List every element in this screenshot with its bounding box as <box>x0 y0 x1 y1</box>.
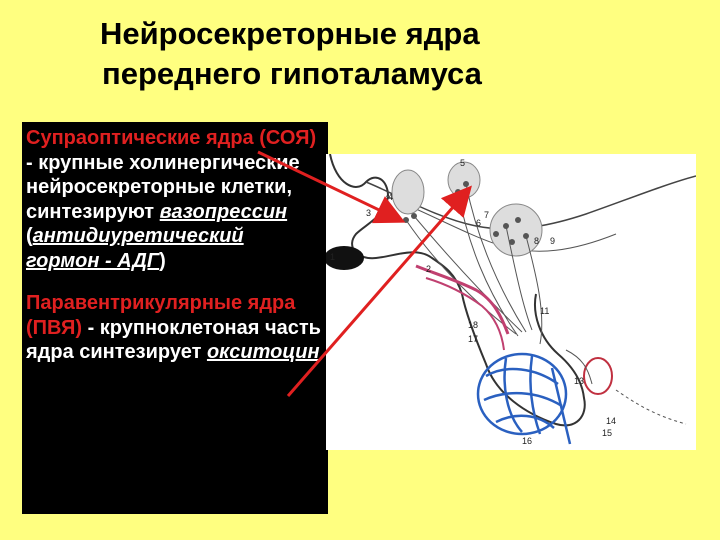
supraoptic-text: - крупные холинергические нейросекреторн… <box>26 151 300 223</box>
label-2: 2 <box>426 264 431 274</box>
label-17: 17 <box>468 334 478 344</box>
label-8: 8 <box>534 236 539 246</box>
pituitary-vessels <box>476 352 572 445</box>
hypothalamus-diagram: 1 2 3 4 5 6 7 8 9 11 13 14 15 16 17 18 <box>324 153 697 450</box>
label-5: 5 <box>460 158 465 168</box>
paraventricular-text: - крупноклетоная часть ядра синтезирует <box>26 316 321 364</box>
hypothalamus-drawing: 1 2 3 4 5 6 7 8 9 11 13 14 15 16 17 18 <box>324 153 697 446</box>
label-13: 13 <box>574 376 584 386</box>
label-1: 1 <box>330 252 335 262</box>
label-6: 6 <box>476 218 481 228</box>
title-line-1: Нейросекреторные ядра <box>100 16 480 51</box>
supraoptic-description: Супраоптические ядра (СОЯ) - крупные хол… <box>26 126 322 273</box>
title-line-2: переднего гипоталамуса <box>102 56 482 91</box>
posterior-lobe-vessels <box>583 357 613 395</box>
label-16: 16 <box>522 436 532 446</box>
paren-open: ( <box>26 225 33 247</box>
portal-vessel-2 <box>425 277 505 351</box>
oxytocin-term: окситоцин <box>206 341 320 363</box>
page-title: Нейросекреторные ядра переднего гипотала… <box>100 14 620 94</box>
label-14: 14 <box>606 416 616 426</box>
portal-vessel-1 <box>415 264 510 335</box>
description-panel: Супраоптические ядра (СОЯ) - крупные хол… <box>22 122 328 514</box>
adh-term: антидиуретический гормон - АДГ <box>26 225 244 272</box>
nucleus-4 <box>391 169 425 215</box>
paren-close: ) <box>159 249 166 272</box>
supraoptic-abbrev: (СОЯ) <box>259 127 317 149</box>
label-18: 18 <box>468 320 478 330</box>
supraoptic-term: Супраоптические ядра <box>26 127 254 149</box>
label-3: 3 <box>366 208 371 218</box>
nucleus-9 <box>489 203 543 257</box>
paraventricular-description: Паравентрикулярные ядра (ПВЯ) - крупнокл… <box>26 291 322 365</box>
label-11: 11 <box>540 306 549 316</box>
vasopressin-term: вазопрессин <box>159 200 288 223</box>
label-7: 7 <box>484 210 489 220</box>
paraventricular-term: Паравентрикулярные ядра (ПВЯ) <box>26 292 296 339</box>
label-15: 15 <box>602 428 612 438</box>
label-4: 4 <box>388 192 393 202</box>
label-9: 9 <box>550 236 555 246</box>
